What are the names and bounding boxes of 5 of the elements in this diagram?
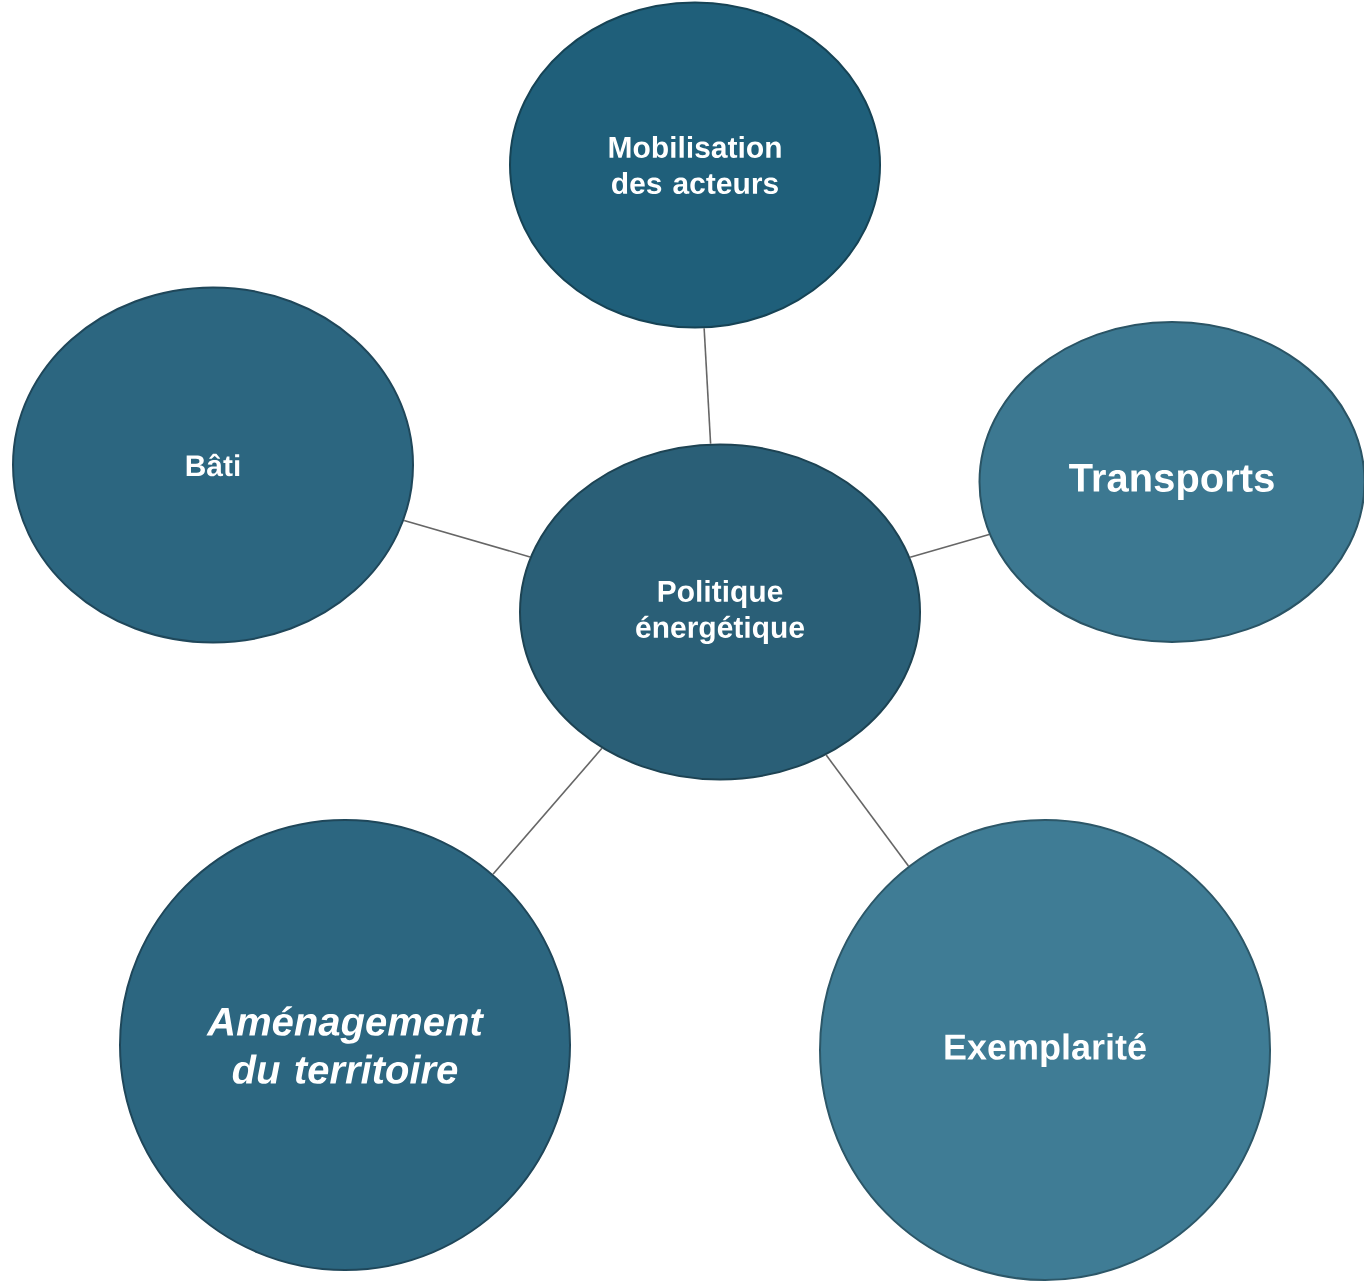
connector-line: [403, 519, 531, 558]
connector-line: [909, 533, 990, 559]
connector-line: [492, 747, 603, 875]
connector-line: [703, 327, 712, 445]
connector-line: [825, 754, 910, 867]
